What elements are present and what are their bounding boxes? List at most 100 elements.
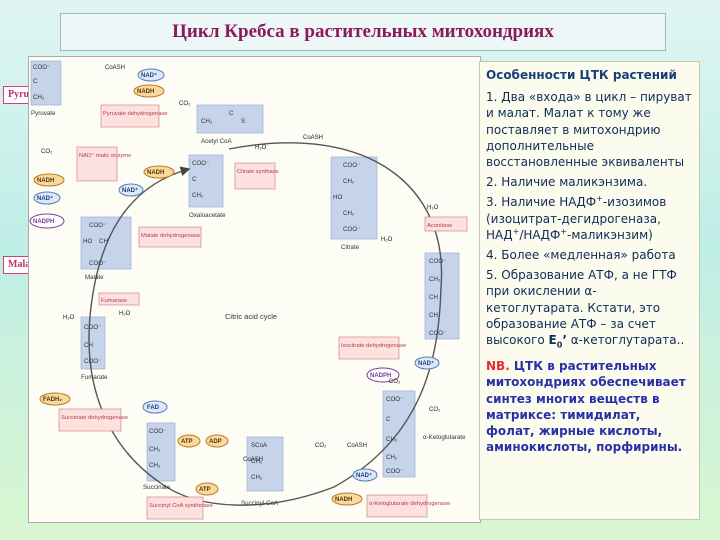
title-box: Цикл Кребса в растительных митохондриях [60,13,666,51]
enz-idh: Isocitrate dehydrogenase [341,343,406,349]
cof-h2o-2: H₂O [427,205,439,211]
panel-item-1: 1. Два «входа» в цикл – пируват и малат.… [486,90,692,170]
f-coo-13: COO⁻ [89,260,106,267]
f-coo-11: COO⁻ [84,358,101,365]
f-coo-7: COO⁻ [386,396,403,403]
enz-scs: Succinyl CoA synthetase [149,503,213,509]
cof-atp-1: ATP [181,439,193,445]
f-coo-2: COO⁻ [192,160,209,167]
f-ch2-9: CH₂ [149,446,161,453]
f-coo-1: COO⁻ [33,64,50,71]
cycle-arc [88,142,443,506]
f-ch-4: CH [99,238,108,245]
cof-co2-1: CO₂ [179,101,191,107]
lbl-cycle: Citric acid cycle [225,312,277,321]
cof-co2-5: CO₂ [315,443,327,449]
cof-coash-3: CoASH [347,443,367,449]
panel-heading: Особенности ЦТК растений [486,68,677,82]
f-ch3-2: CH₃ [201,118,213,125]
f-ho-1: HO [333,194,342,201]
cof-h2o-3: H₂O [381,237,393,243]
f-coo-8: COO⁻ [386,468,403,475]
f-scoa: SCoA [251,442,268,449]
krebs-diagram: COO⁻ C CH₃ Pyruvate CH₃ C S Acetyl CoA C… [28,56,481,523]
nb-text: ЦТК в растительных митохондриях обеспечи… [486,359,686,455]
f-coo-9: COO⁻ [149,428,166,435]
panel-nb: NB. ЦТК в растительных митохондриях обес… [486,358,693,455]
enzyme-boxes [58,104,468,520]
cof-nad-5: NAD⁺ [356,472,372,479]
f-coo-5: COO⁻ [429,258,446,265]
cof-nadh-3: NADH [147,170,164,176]
enz-cs: Citrate synthase [237,169,279,175]
enz-pdh: Pyruvate dehydrogenase [103,111,167,117]
f-ch2-3: CH₂ [343,210,355,217]
f-coo-12: COO⁻ [89,222,106,229]
cof-nad-1: NAD⁺ [141,72,157,79]
enz-fumarase: Fumarase [101,298,127,304]
f-coo-10: COO⁻ [84,324,101,331]
enz-aconitase: Aconitase [427,223,452,229]
f-coo-3: COO⁻ [343,162,360,169]
lbl-acetylcoa: Acetyl CoA [201,138,232,145]
cof-nadh-2: NADH [37,178,54,184]
panel-item-5: 5. Образование АТФ, а не ГТФ при окислен… [486,268,685,350]
cof-co2-3: CO₂ [389,379,401,385]
info-panel: Особенности ЦТК растений 1. Два «входа» … [479,61,700,520]
enz-malic: NAD⁺ malic enzyme [79,152,131,159]
lbl-akg: α-Ketoglutarate [423,434,466,441]
cof-co2-2: CO₂ [41,149,53,155]
f-ch2-10: CH₂ [149,462,161,469]
cof-nadh-4: NADH [335,497,352,503]
f-ch2-1: CH₂ [192,192,204,199]
f-coo-6: COO⁻ [429,330,446,337]
f-c-4: C [386,416,391,423]
cof-nad-4: NAD⁺ [418,360,434,367]
lbl-pyruvate: Pyruvate [31,110,56,117]
page-title: Цикл Кребса в растительных митохондриях [172,21,554,42]
cof-nadh-1: NADH [137,89,154,95]
lbl-malate: Malate [85,274,104,281]
f-ho-2: HO [83,238,92,245]
cof-co2-4: CO₂ [429,407,441,413]
f-ch2-7: CH₂ [251,458,263,465]
panel-item-3: 3. Наличие НАДФ+-изозимов (изоцитрат-дег… [486,194,667,242]
cof-nadph-1: NADPH [33,219,54,225]
cof-h2o-1: H₂O [255,145,267,151]
panel-item-4: 4. Более «медленная» работа [486,248,676,263]
cof-coash-2: CoASH [303,135,323,141]
lbl-oxaloacetate: Oxaloacetate [189,212,226,219]
f-ch2-6: CH₂ [386,454,398,461]
cof-nadph-2: NADPH [370,373,391,379]
lbl-citrate: Citrate [341,244,360,251]
cof-h2o-5: H₂O [119,311,131,317]
f-c-1: C [33,78,38,85]
f-c-2: C [229,110,234,117]
metabolite-boxes [30,60,460,492]
krebs-svg: COO⁻ C CH₃ Pyruvate CH₃ C S Acetyl CoA C… [29,60,468,520]
enz-mdh: Malate dehydrogenase [141,233,200,239]
f-c-3: C [192,176,197,183]
lbl-succinate: Succinate [143,484,171,491]
cof-fadh2: FADH₂ [43,397,62,403]
cof-atp-2: ATP [199,487,211,493]
lbl-succinylcoa: Succinyl-CoA [241,500,279,507]
cof-h2o-4: H₂O [63,315,75,321]
cof-fad: FAD [147,405,160,411]
cof-coash-1: CoASH [105,65,125,71]
cof-nad-3: NAD⁺ [122,187,138,194]
lbl-fumarate: Fumarate [81,374,108,381]
cof-nad-2: NAD⁺ [37,195,53,202]
f-ch-1: CH [429,294,438,301]
enz-akgdh: α-Ketoglutarate dehydrogenase [369,501,450,507]
f-ch3-1: CH₃ [33,94,45,101]
f-coo-4: COO⁻ [343,226,360,233]
f-ch-3: CH [84,342,93,349]
f-s-1: S [241,118,245,125]
cof-coash-4: CoASH [243,457,263,463]
f-ch-2: CH [429,312,438,319]
enz-sdh: Succinate dehydrogenase [61,415,128,421]
f-ch2-2: CH₂ [343,178,355,185]
f-ch2-8: CH₂ [251,474,263,481]
cof-adp: ADP [209,439,222,445]
